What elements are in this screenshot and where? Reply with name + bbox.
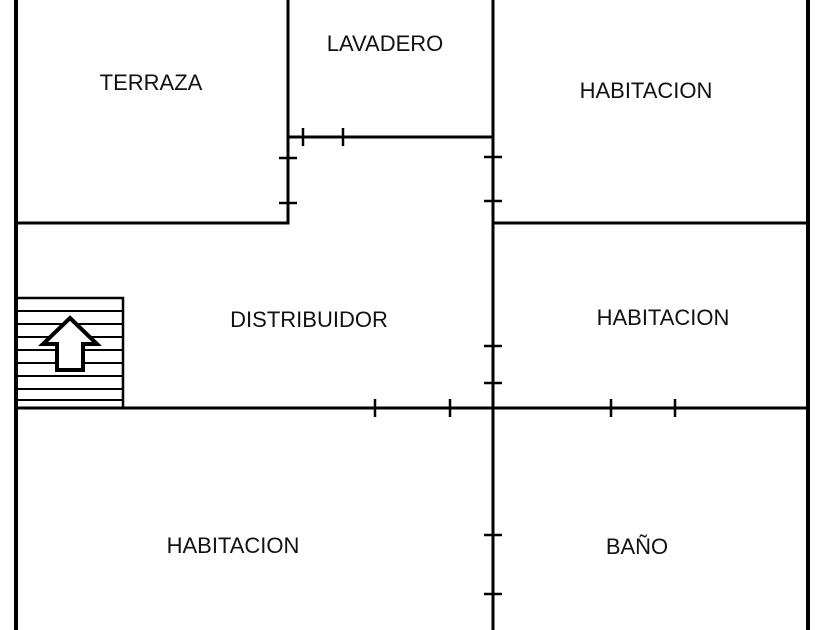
stair-outline xyxy=(14,296,125,410)
room-label-lavadero: LAVADERO xyxy=(327,31,444,56)
room-label-terraza: TERRAZA xyxy=(100,70,203,95)
room-label-distribuidor: DISTRIBUIDOR xyxy=(230,307,388,332)
room-label-bano: BAÑO xyxy=(606,534,668,559)
room-label-habitacion-bottom-left: HABITACION xyxy=(167,533,300,558)
door-markers xyxy=(279,128,677,596)
room-label-habitacion-top-right: HABITACION xyxy=(580,78,713,103)
staircase xyxy=(14,296,125,410)
room-label-habitacion-mid-right: HABITACION xyxy=(597,305,730,330)
up-arrow-icon xyxy=(38,315,102,372)
